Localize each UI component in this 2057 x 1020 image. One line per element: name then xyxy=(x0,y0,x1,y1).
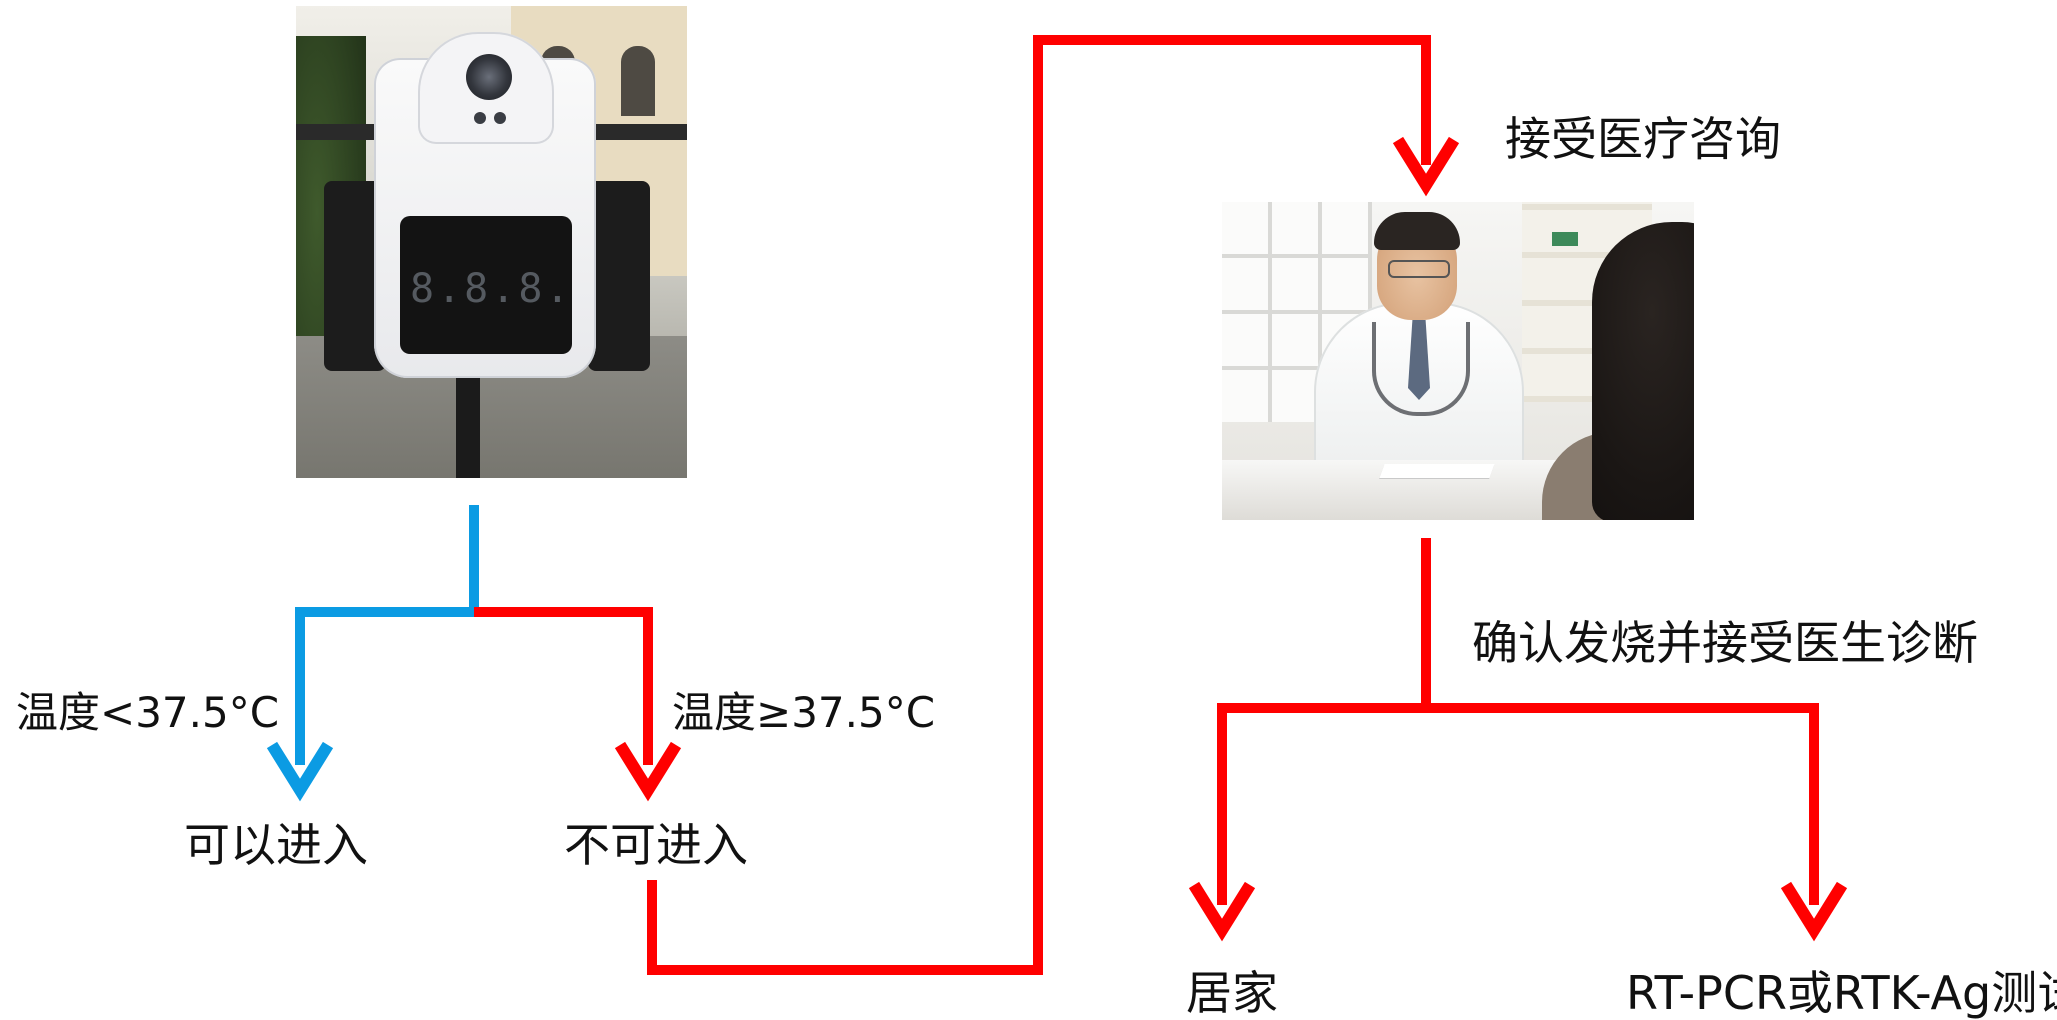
infrared-sensor-icon xyxy=(466,54,512,100)
pass-path-arrowhead xyxy=(266,741,334,802)
temperature-low-condition: 温度<37.5°C xyxy=(16,688,280,737)
cannot-enter-label: 不可进入 xyxy=(564,818,748,872)
clipboard-paper xyxy=(1379,464,1495,478)
patient-head xyxy=(1592,222,1694,520)
thermometer-digits: 8.8.8. xyxy=(410,266,573,312)
referral-path-line xyxy=(647,35,1431,975)
building-window xyxy=(621,46,655,116)
test-branch-arrowhead xyxy=(1780,881,1848,942)
doctor-consultation-photo xyxy=(1222,202,1694,520)
fever-confirmed-label: 确认发烧并接受医生诊断 xyxy=(1472,616,1978,670)
rtpcr-test-label: RT-PCR或RTK-Ag测试 xyxy=(1626,966,2057,1020)
fail-path-line xyxy=(474,607,653,765)
shelf-book xyxy=(1552,232,1578,246)
pass-path-line xyxy=(295,505,479,765)
fail-path-arrowhead xyxy=(614,741,682,802)
sensor-dot xyxy=(474,112,486,124)
home-branch-arrowhead xyxy=(1188,881,1256,942)
home-quarantine-label: 居家 xyxy=(1186,966,1278,1020)
thermometer-photo: 8.8.8. xyxy=(296,6,687,478)
can-enter-label: 可以进入 xyxy=(184,818,368,872)
thermometer-display xyxy=(400,216,572,354)
medical-consultation-label: 接受医疗咨询 xyxy=(1505,112,1781,166)
temperature-high-condition: 温度≥37.5°C xyxy=(672,688,936,737)
sensor-dot xyxy=(494,112,506,124)
doctor-hair xyxy=(1374,212,1460,250)
doctor-glasses xyxy=(1388,260,1450,278)
mount-pad-right xyxy=(588,181,650,371)
stethoscope-icon xyxy=(1372,322,1470,416)
stand-pole xyxy=(456,366,480,478)
referral-path-arrowhead xyxy=(1392,136,1460,197)
